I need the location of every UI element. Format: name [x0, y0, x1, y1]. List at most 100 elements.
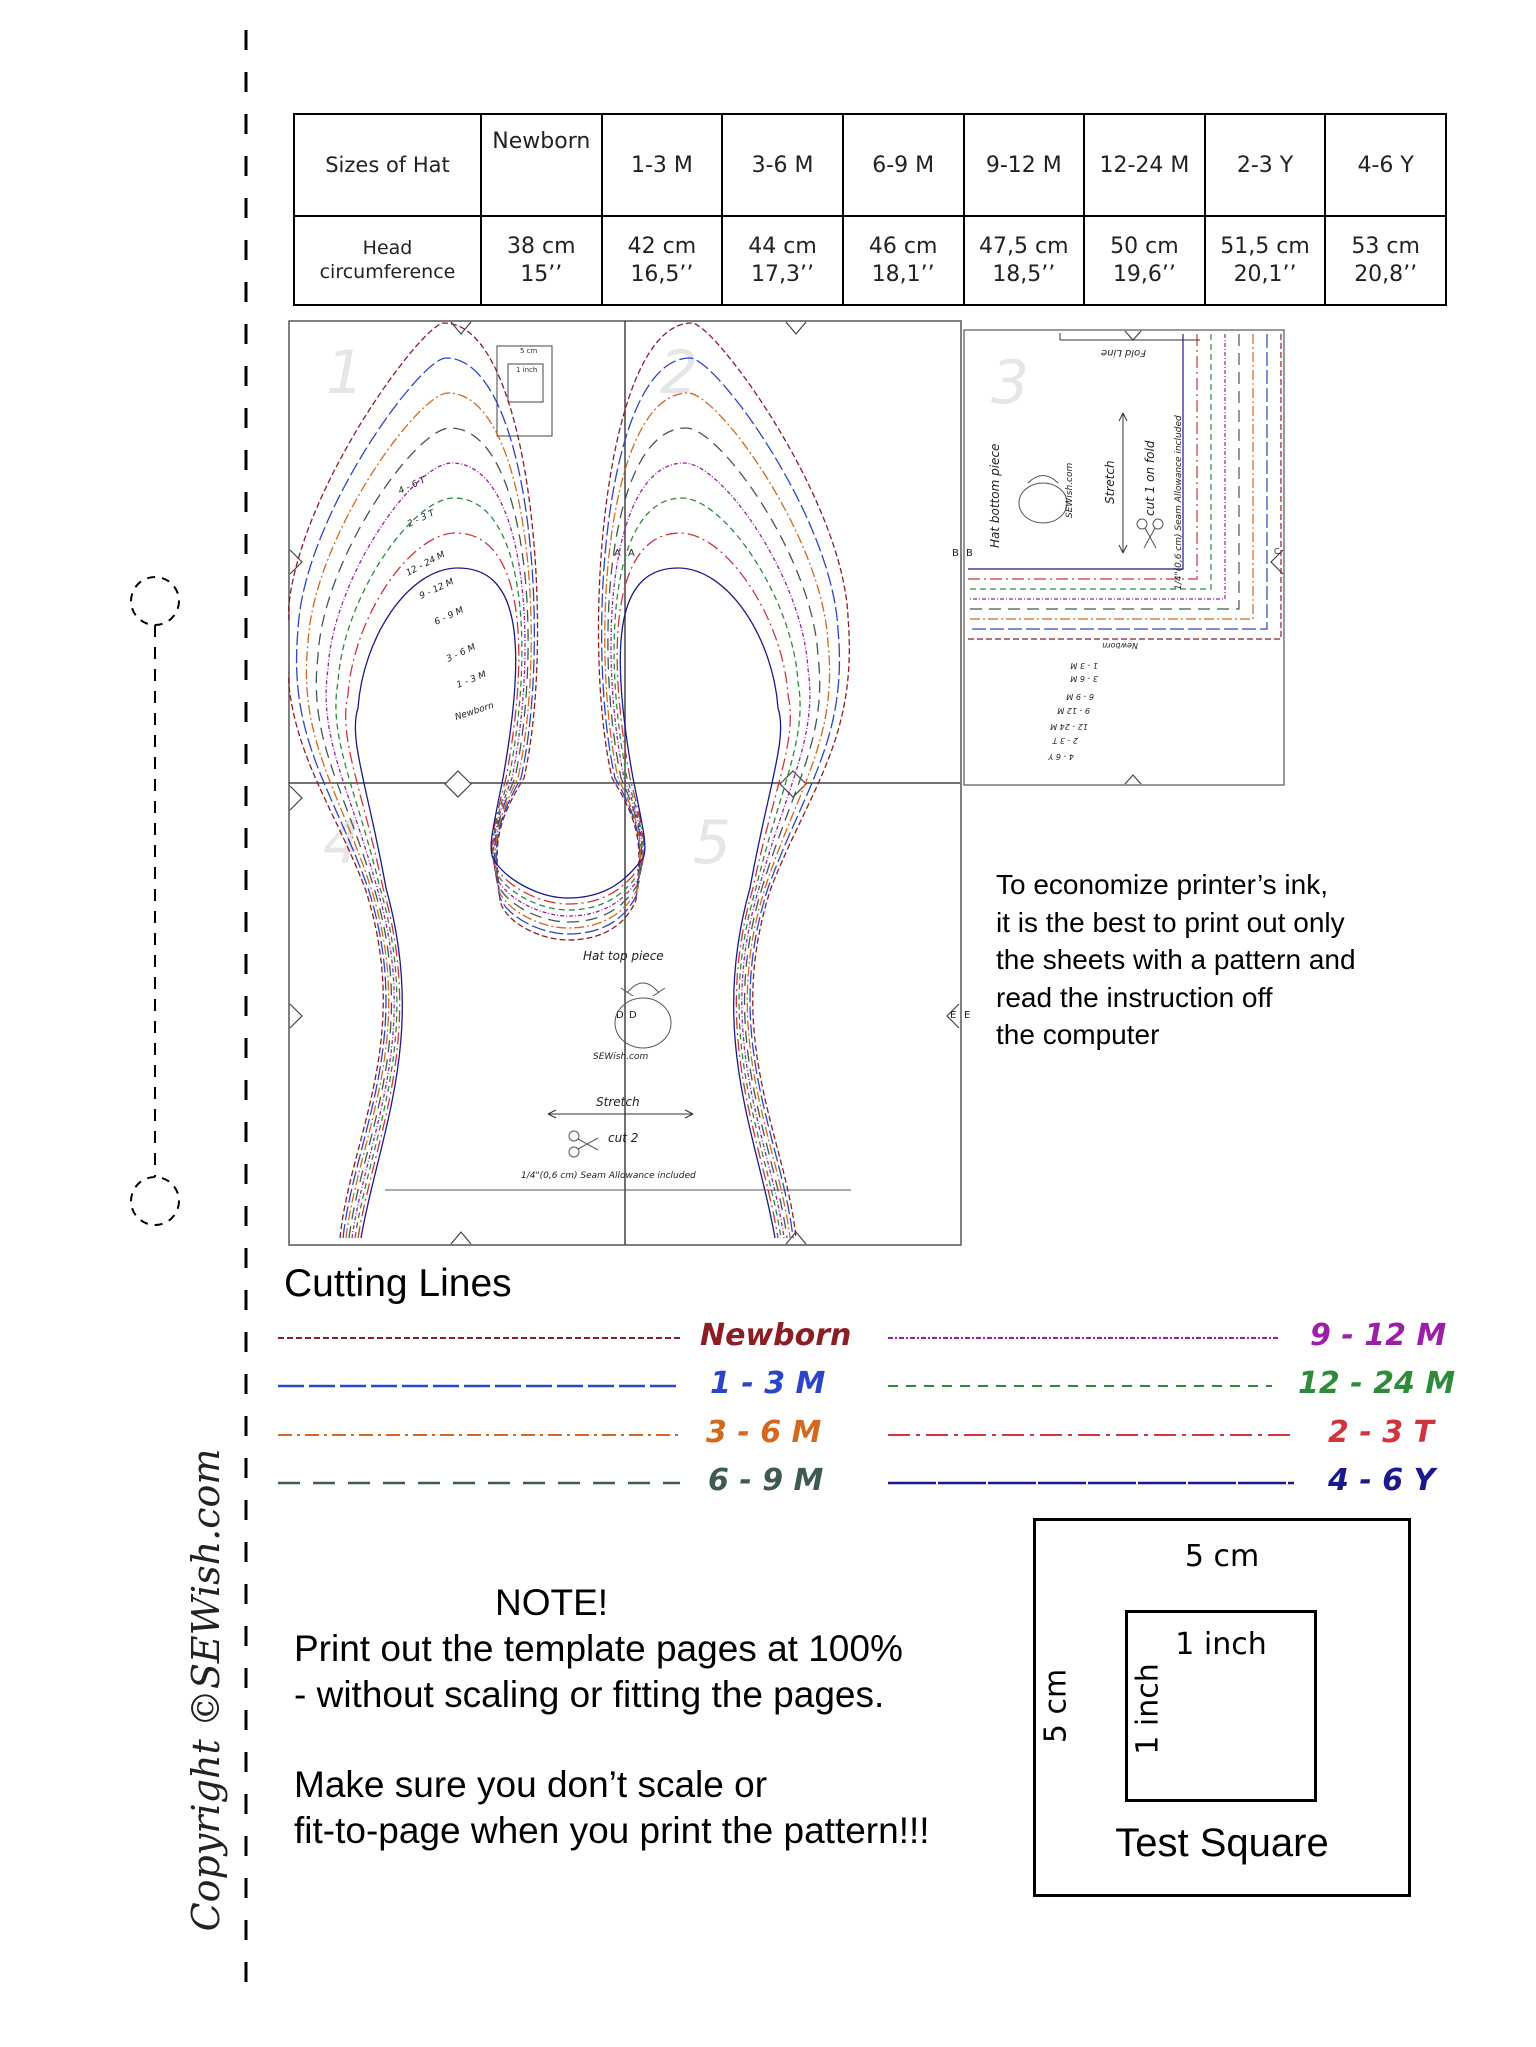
top-piece-cutting-line [305, 392, 831, 1239]
bottom-size-mark: 6 - 9 M [1066, 692, 1094, 701]
bottom-piece-cut: cut 1 on fold [1143, 440, 1157, 516]
size-header-cell: 3-6 M [721, 113, 844, 217]
fold-line-label: Fold Line [1101, 347, 1146, 358]
test-square-inch-box: 1 inch 1 inch [1125, 1610, 1317, 1802]
bottom-piece-title: Hat bottom piece [988, 444, 1002, 548]
top-piece-cutting-line [288, 322, 850, 1239]
marker-e-right: E [964, 1010, 970, 1021]
legend-label-1-3m: 1 - 3 M [710, 1366, 826, 1401]
bottom-piece-cutting-line [968, 334, 1282, 640]
mini-square-inch: 1 inch [516, 366, 537, 374]
test-square-caption: Test Square [1115, 1821, 1329, 1865]
top-piece-title: Hat top piece [583, 949, 664, 963]
marker-a-right: A [628, 548, 635, 559]
cutting-lines-title: Cutting Lines [284, 1262, 512, 1305]
legend-label-4-6y: 4 - 6 Y [1328, 1463, 1436, 1498]
bottom-piece-cutting-line [968, 334, 1198, 580]
marker-e-left: E [950, 1010, 956, 1021]
top-piece-cutting-line [335, 497, 801, 1239]
note-line: Print out the template pages at 100% [294, 1628, 903, 1669]
test-square-cm-side: 5 cm [1038, 1668, 1074, 1744]
bottom-size-mark: Newborn [1102, 641, 1138, 650]
top-piece-seam: 1/4"(0,6 cm) Seam Allowance included [521, 1171, 696, 1181]
note-line: - without scaling or fitting the pages. [294, 1674, 885, 1715]
circumference-inch: 15’’ [520, 261, 563, 287]
test-square-cm-top: 5 cm [1184, 1539, 1260, 1574]
top-piece-cut: cut 2 [608, 1131, 638, 1145]
test-square-inch-side: 1 inch [1130, 1663, 1166, 1755]
bottom-piece-cutting-line [968, 334, 1240, 610]
bottom-piece-cutting-line [968, 334, 1184, 570]
circumference-inch: 18,5’’ [992, 261, 1056, 287]
size-header-cell: 6-9 M [841, 113, 965, 217]
bottom-piece-brand: SEWish.com [1065, 462, 1075, 518]
economize-line: the computer [996, 1019, 1160, 1050]
legend-label-2-3t: 2 - 3 T [1328, 1415, 1434, 1450]
marker-a-left: A [614, 548, 621, 559]
sheet-number-2: 2 [660, 338, 698, 408]
economize-line: the sheets with a pattern and [996, 944, 1356, 975]
bottom-size-mark: 12 - 24 M [1050, 722, 1088, 731]
marker-c: C [1274, 547, 1280, 556]
bottom-piece-cutting-line [968, 334, 1212, 590]
bottom-size-mark: 4 - 6 Y [1047, 752, 1074, 761]
top-piece-cutting-line [295, 357, 841, 1239]
size-header-cell: 12-24 M [1083, 113, 1206, 217]
sheet-number-1: 1 [326, 338, 364, 408]
size-mark: 6 - 9 M [433, 605, 466, 627]
bottom-piece-cutting-line [968, 334, 1268, 630]
bottom-piece-seam: 1/4"(0,6 cm) Seam Allowance included [1174, 415, 1184, 590]
circumference-cm: 53 cm [1351, 234, 1420, 259]
hole-punch-top [130, 576, 180, 626]
circumference-inch: 20,1’’ [1233, 261, 1297, 287]
legend-label-6-9m: 6 - 9 M [708, 1463, 824, 1498]
top-piece-stretch: Stretch [596, 1095, 640, 1109]
economize-line: it is the best to print out only [996, 906, 1345, 938]
marker-b-right: B [966, 548, 973, 559]
marker-d-right: D [629, 1010, 637, 1021]
size-mark: 9 - 12 M [418, 577, 456, 602]
legend-label-newborn: Newborn [700, 1318, 852, 1353]
test-square: 5 cm 5 cm 1 inch 1 inch Test Square [1033, 1518, 1411, 1897]
bottom-size-mark: 9 - 12 M [1057, 706, 1090, 715]
circumference-cm: 46 cm [868, 234, 938, 259]
size-header-cell: 9-12 M [962, 113, 1086, 217]
size-mark: Newborn [454, 701, 496, 723]
size-mark: 12 - 24 M [405, 550, 447, 579]
circumference-inch: 20,8’’ [1354, 261, 1418, 287]
bottom-size-mark: 3 - 6 M [1070, 674, 1098, 683]
circumference-inch: 17,3’’ [751, 261, 815, 287]
sizes-header-label: Sizes of Hat [293, 113, 482, 217]
economize-line: read the instruction off [996, 981, 1273, 1013]
sheet-number-3: 3 [991, 348, 1029, 418]
left-guide [130, 30, 248, 2000]
marker-d-left: D [616, 1010, 624, 1021]
size-mark: 2 - 3 T [406, 508, 438, 530]
bottom-size-mark: 2 - 3 T [1051, 736, 1078, 745]
circumference-cm: 38 cm [507, 234, 576, 259]
size-mark: 1 - 3 M [455, 670, 488, 691]
economize-line: To economize printer’s ink, [996, 869, 1329, 900]
bottom-size-mark: 1 - 3 M [1070, 661, 1098, 670]
top-piece-cutting-line [325, 462, 811, 1239]
sheet-number-5: 5 [693, 808, 731, 878]
circumference-inch: 19,6’’ [1112, 261, 1176, 287]
bottom-piece-cutting-line [968, 334, 1226, 600]
pattern-sheets: 1 2 3 4 5 5 cm 1 inch A A B B C D D E E … [288, 320, 1285, 1246]
top-piece-cutting-line [354, 567, 782, 1239]
circumference-cm: 44 cm [748, 234, 817, 259]
size-mark: 3 - 6 M [445, 642, 478, 664]
circumference-cm: 50 cm [1110, 234, 1179, 259]
size-header-cell: 2-3 Y [1203, 113, 1327, 217]
legend-label-9-12m: 9 - 12 M [1310, 1318, 1447, 1353]
mini-square-cm: 5 cm [520, 347, 538, 355]
top-piece-cutting-line [345, 532, 791, 1239]
